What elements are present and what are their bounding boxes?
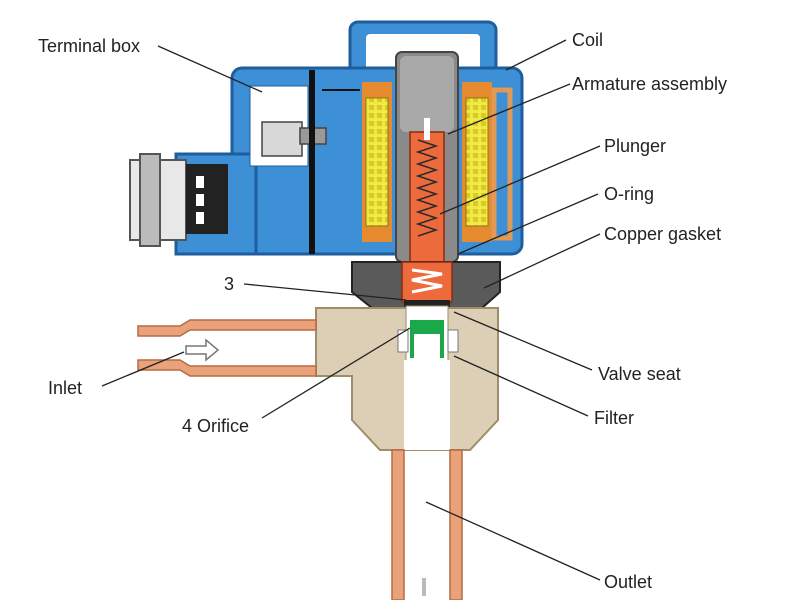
filter-right bbox=[447, 329, 459, 353]
label-coil: Coil bbox=[572, 30, 603, 50]
orifice-seal bbox=[410, 320, 444, 334]
armature-assembly bbox=[395, 51, 459, 263]
inlet-pipe-bottom bbox=[137, 359, 317, 377]
gland-slot-3 bbox=[196, 212, 204, 224]
leader-orifice bbox=[261, 327, 411, 419]
terminal-block bbox=[249, 70, 360, 254]
cable-connector bbox=[129, 153, 228, 247]
leader-copper-gasket bbox=[483, 233, 601, 289]
leader-valve-seat bbox=[453, 311, 593, 371]
connector-nut bbox=[139, 153, 161, 247]
label-terminal-box: Terminal box bbox=[38, 36, 140, 56]
label-armature-assembly: Armature assembly bbox=[572, 74, 727, 94]
label-outlet: Outlet bbox=[604, 572, 652, 592]
inlet-pipe-top bbox=[137, 319, 317, 337]
terminal-divider bbox=[309, 70, 315, 254]
seal-left bbox=[410, 334, 414, 358]
gland-slot-2 bbox=[196, 194, 204, 206]
leader-terminal-box bbox=[157, 45, 263, 93]
leader-3 bbox=[243, 283, 407, 301]
leader-inlet bbox=[101, 351, 185, 387]
label-copper-gasket: Copper gasket bbox=[604, 224, 721, 244]
label-3: 3 bbox=[224, 274, 234, 294]
armature-stop bbox=[400, 56, 454, 132]
coil-frame bbox=[491, 87, 513, 241]
coil-winding-left bbox=[365, 97, 389, 227]
outlet-pipe-right bbox=[449, 449, 463, 601]
label-o-ring: O-ring bbox=[604, 184, 654, 204]
coil-windings bbox=[362, 82, 513, 242]
seal-right bbox=[440, 334, 444, 358]
filter-left bbox=[397, 329, 409, 353]
terminal-screw-block bbox=[261, 121, 303, 157]
plunger-core bbox=[409, 131, 445, 263]
valve-disc bbox=[404, 300, 450, 308]
leader-armature bbox=[447, 83, 571, 135]
leader-plunger bbox=[439, 145, 601, 215]
coil-winding-right bbox=[465, 97, 489, 227]
connector-gland bbox=[186, 164, 228, 234]
plunger-pin bbox=[424, 118, 430, 140]
outlet-bore bbox=[404, 360, 450, 450]
lower-spring bbox=[411, 268, 443, 294]
outlet-flow-mark bbox=[422, 578, 426, 596]
label-plunger: Plunger bbox=[604, 136, 666, 156]
valve-body bbox=[315, 305, 499, 451]
label-valve-seat: Valve seat bbox=[598, 364, 681, 384]
outlet-pipe-left bbox=[391, 449, 405, 601]
leader-o-ring bbox=[457, 193, 599, 255]
leader-outlet bbox=[425, 501, 601, 581]
outlet-pipe bbox=[391, 449, 463, 601]
leader-lines bbox=[101, 39, 601, 581]
gland-slot-1 bbox=[196, 176, 204, 188]
flow-arrow-icon bbox=[185, 338, 220, 362]
label-4-orifice: 4 Orifice bbox=[182, 416, 249, 436]
labels: Terminal box Coil Armature assembly Plun… bbox=[38, 30, 727, 592]
valve-body-top bbox=[351, 261, 501, 309]
leader-coil bbox=[505, 39, 567, 71]
leader-filter bbox=[453, 355, 589, 417]
label-inlet: Inlet bbox=[48, 378, 82, 398]
armature-spring bbox=[415, 139, 439, 237]
label-filter: Filter bbox=[594, 408, 634, 428]
inlet-pipe bbox=[137, 319, 317, 377]
